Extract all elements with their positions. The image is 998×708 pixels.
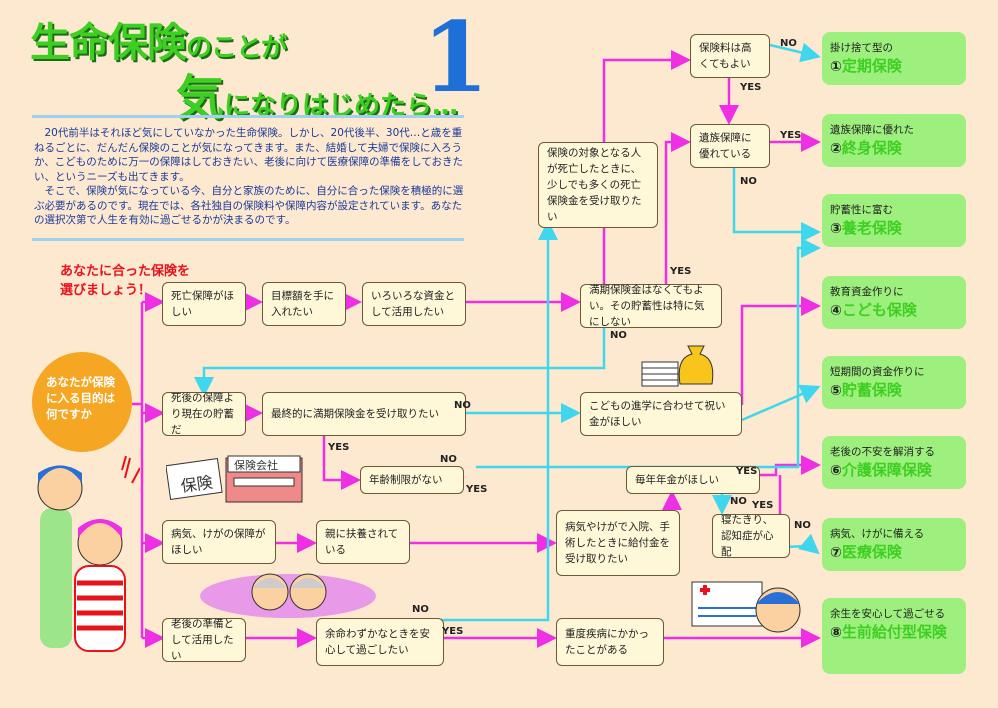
yes-label: YES <box>780 130 802 141</box>
box-premium-ok: 保険料は高くてもよい <box>690 34 770 78</box>
sign-text-insurance: 保険 <box>180 473 214 496</box>
box-max-death-payout: 保険の対象となる人が死亡したときに、少しでも多くの死亡保険金を受け取りたい <box>538 142 658 228</box>
no-label: NO <box>794 520 811 531</box>
no-label: NO <box>412 604 429 615</box>
start-circle: あなたが保険に入る目的は何ですか <box>32 352 132 452</box>
divider <box>32 115 464 118</box>
yes-label: YES <box>752 500 774 511</box>
box-serious-illness: 重度疾病にかかったことがある <box>556 618 664 666</box>
box-various-funds: いろいろな資金として活用したい <box>362 282 466 326</box>
box-maturity-payout: 最終的に満期保険金を受け取りたい <box>262 392 466 436</box>
box-retirement-prep: 老後の準備として活用したい <box>162 618 246 662</box>
money-bag-illustration <box>641 345 714 387</box>
no-label: NO <box>454 400 471 411</box>
yes-label: YES <box>736 466 758 477</box>
box-illness-coverage: 病気、けがの保障がほしい <box>162 520 276 564</box>
insurance-signs-illustration: 保険 保険会社 <box>166 455 303 503</box>
box-bedridden-worry: 寝たきり、認知症が心配 <box>712 514 790 558</box>
box-death-benefit: 死亡保障がほしい <box>162 282 246 326</box>
box-target-amount: 目標額を手に入れたい <box>262 282 346 326</box>
box-survivor-benefit: 遺族保障に優れている <box>690 124 770 168</box>
family-illustration <box>37 455 140 652</box>
intro-text: 20代前半はそれほど気にしていなかった生命保険。しかし、20代後半、30代…と歳… <box>34 127 464 226</box>
box-no-maturity: 満期保険金はなくてもよい。その貯蓄性は特に気にしない <box>580 284 722 328</box>
divider <box>32 238 464 241</box>
page-title: 生命保険のことが <box>30 20 287 66</box>
yes-label: YES <box>740 82 762 93</box>
chapter-number: 1 <box>422 1 489 114</box>
elderly-couple-illustration <box>200 573 376 618</box>
yes-label: YES <box>442 626 464 637</box>
box-no-age-limit: 年齢制限がない <box>360 466 464 494</box>
yes-label: YES <box>670 266 692 277</box>
no-label: NO <box>780 38 797 49</box>
no-label: NO <box>440 454 457 465</box>
no-label: NO <box>610 330 627 341</box>
box-dependent: 親に扶養されている <box>316 520 410 564</box>
box-current-savings: 死後の保障より現在の貯蓄だ <box>162 392 246 436</box>
sign-text-company: 保険会社 <box>234 458 278 472</box>
box-annual-pension: 毎年年金がほしい <box>626 466 760 494</box>
box-terminal-peace: 余命わずかなときを安心して過ごしたい <box>316 618 444 666</box>
box-education-bonus: こどもの進学に合わせて祝い金がほしい <box>580 392 742 436</box>
patient-illustration <box>691 581 801 633</box>
no-label: NO <box>730 496 747 507</box>
yes-label: YES <box>466 484 488 495</box>
callout-text: あなたに合った保険を選びましょう！ <box>60 264 191 298</box>
yes-label: YES <box>328 442 350 453</box>
box-hospital-benefit: 病気やけがで入院、手術したときに給付金を受け取りたい <box>556 510 680 576</box>
no-label: NO <box>740 176 757 187</box>
